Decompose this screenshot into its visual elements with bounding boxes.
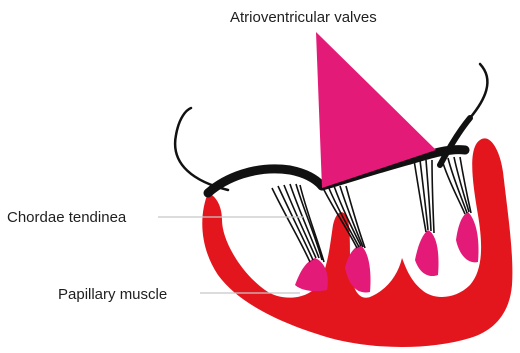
label-chordae-tendinea: Chordae tendinea [7, 210, 126, 225]
label-atrioventricular-valves: Atrioventricular valves [230, 10, 377, 25]
valve-pointer-triangle [316, 32, 436, 188]
papillary-muscle-1 [295, 258, 328, 291]
label-papillary-muscle: Papillary muscle [58, 287, 167, 302]
